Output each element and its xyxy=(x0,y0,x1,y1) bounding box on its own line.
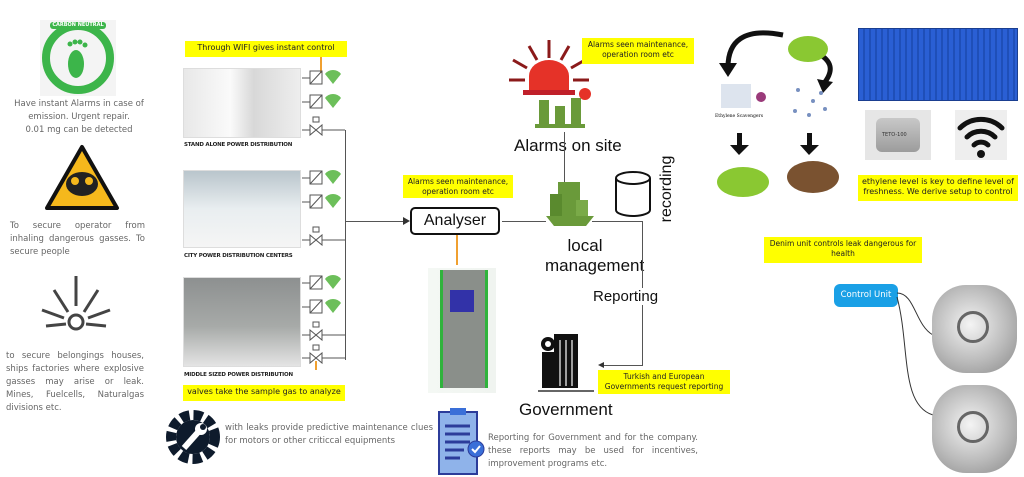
government-building-icon xyxy=(538,334,594,392)
maintenance-text: with leaks provide predictive maintenanc… xyxy=(225,423,433,446)
site-label: MIDDLE SIZED POWER DISTRIBUTION xyxy=(184,372,293,378)
scavenger-label: Ethylene Scavengers xyxy=(715,114,764,119)
site-label: CITY POWER DISTRIBUTION CENTERS xyxy=(184,253,293,259)
alarm-note: Alarms seen maintenance, operation room … xyxy=(582,38,694,64)
carbon-neutral-label: CARBON NEUTRAL xyxy=(50,22,106,29)
reporting-text: Reporting for Government and for the com… xyxy=(488,433,698,469)
recording-label: recording xyxy=(658,155,675,223)
gas-mask-hazard-icon xyxy=(45,145,119,210)
analyser-note: Alarms seen maintenance, operation room … xyxy=(403,175,513,198)
analyser-device-image xyxy=(428,268,496,393)
analyser-box[interactable]: Analyser xyxy=(410,207,500,235)
clipboard-report-icon xyxy=(438,408,485,475)
denim-note: Denim unit controls leak dangerous for h… xyxy=(764,237,922,263)
ethylene-sensor-image: TETO-100 xyxy=(865,110,931,160)
database-icon xyxy=(615,171,651,217)
government-note: Turkish and European Governments request… xyxy=(598,370,730,394)
government-label: Government xyxy=(519,400,613,419)
denim-tank-2 xyxy=(932,385,1017,473)
carbon-neutral-icon xyxy=(40,20,116,96)
alarms-on-site-label: Alarms on site xyxy=(514,136,622,155)
wifi-icon xyxy=(955,110,1007,160)
banana-ethylene-diagram: Ethylene Scavengers xyxy=(713,27,848,200)
denim-tank-1 xyxy=(932,285,1017,373)
control-unit-button[interactable]: Control Unit xyxy=(834,284,898,307)
site-label: STAND ALONE POWER DISTRIBUTION xyxy=(184,142,293,148)
explosion-icon xyxy=(41,276,111,331)
local-management-building-icon xyxy=(546,182,594,226)
sensor-icon xyxy=(302,70,323,85)
reporting-label: Reporting xyxy=(593,288,659,305)
sensor-valve-column xyxy=(302,70,345,370)
wifi-note: Through WIFI gives instant control xyxy=(185,41,347,57)
city-power-image xyxy=(183,170,301,248)
shipping-container-image xyxy=(858,28,1018,101)
sensor-label: TETO-100 xyxy=(882,132,907,138)
ethylene-note: ethylene level is key to define level of… xyxy=(858,175,1018,201)
belongings-text: to secure belongings houses, ships facto… xyxy=(6,351,144,413)
gear-wrench-icon xyxy=(166,410,220,464)
wifi-icons xyxy=(325,70,341,313)
middle-sized-power-image xyxy=(183,277,301,367)
control-cables xyxy=(896,292,934,416)
operator-safety-text: To secure operator from inhaling dangero… xyxy=(10,221,145,257)
local-management-label: local management xyxy=(545,236,645,275)
valves-note: valves take the sample gas to analyze xyxy=(183,385,345,401)
alarm-siren-icon xyxy=(509,40,591,128)
alarm-text: Have instant Alarms in case of emission.… xyxy=(14,99,144,122)
stand-alone-power-image xyxy=(183,68,301,138)
detection-text: 0.01 mg can be detected xyxy=(25,125,133,135)
